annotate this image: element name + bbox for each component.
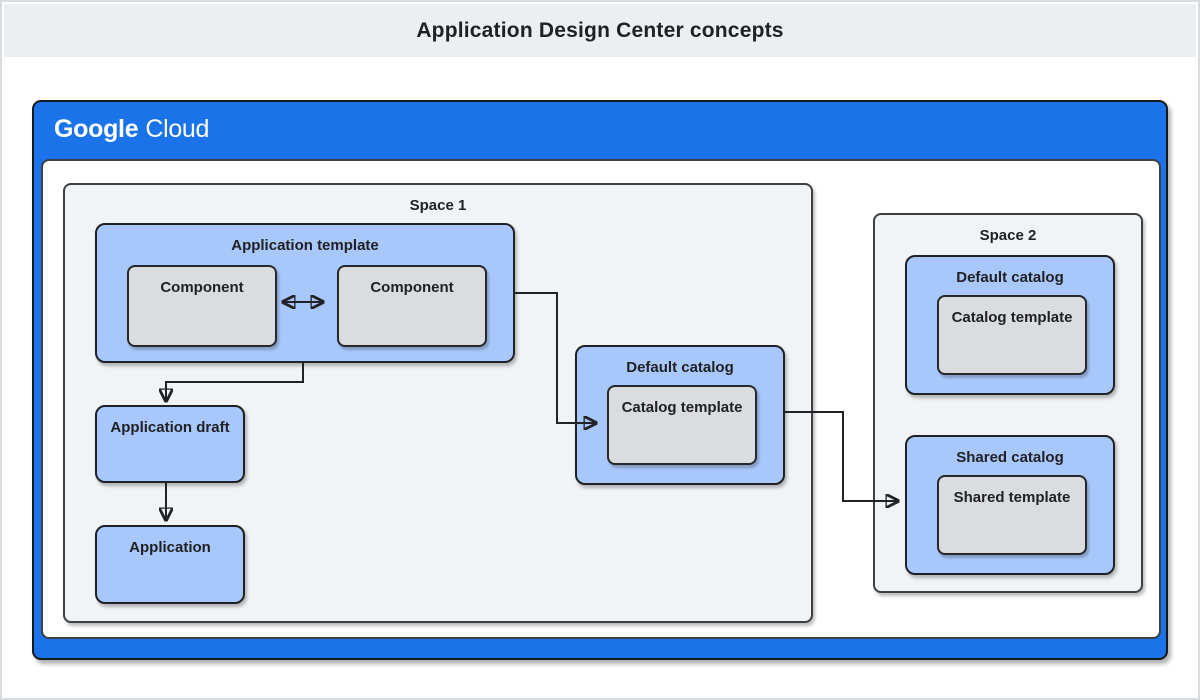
application-draft-box: Application draft xyxy=(95,405,245,483)
space2-shared-catalog-box: Shared catalog Shared template xyxy=(905,435,1115,575)
application-label: Application xyxy=(129,539,211,556)
cloud-wordmark: Cloud xyxy=(145,115,210,143)
space2-default-catalog-label: Default catalog xyxy=(956,269,1064,286)
space1-default-catalog-label: Default catalog xyxy=(626,359,734,376)
application-draft-label: Application draft xyxy=(110,419,230,436)
component-left-label: Component xyxy=(160,279,244,296)
space1-label: Space 1 xyxy=(409,197,467,214)
diagram-canvas: Space 1 Application template Component C… xyxy=(41,159,1161,639)
space1-default-catalog-box: Default catalog Catalog template xyxy=(575,345,785,485)
component-box-left: Component xyxy=(127,265,277,347)
application-box: Application xyxy=(95,525,245,604)
space2-default-catalog-box: Default catalog Catalog template xyxy=(905,255,1115,395)
application-template-label: Application template xyxy=(231,237,379,254)
component-box-right: Component xyxy=(337,265,487,347)
title-band: Application Design Center concepts xyxy=(4,4,1196,57)
space2-shared-template-box: Shared template xyxy=(937,475,1087,555)
space2-catalog-template-label: Catalog template xyxy=(951,309,1073,326)
space2-shared-template-label: Shared template xyxy=(953,489,1071,506)
component-right-label: Component xyxy=(370,279,454,296)
application-template-box: Application template Component Component xyxy=(95,223,515,363)
space2-catalog-template-box: Catalog template xyxy=(937,295,1087,375)
page-title: Application Design Center concepts xyxy=(416,18,784,42)
space2-shared-catalog-label: Shared catalog xyxy=(956,449,1064,466)
space2-panel: Space 2 Default catalog Catalog template… xyxy=(873,213,1143,593)
space2-label: Space 2 xyxy=(979,227,1037,244)
google-wordmark: Google xyxy=(54,115,139,143)
space1-catalog-template-label: Catalog template xyxy=(621,399,743,416)
space1-catalog-template-box: Catalog template xyxy=(607,385,757,465)
space1-panel: Space 1 Application template Component C… xyxy=(63,183,813,623)
